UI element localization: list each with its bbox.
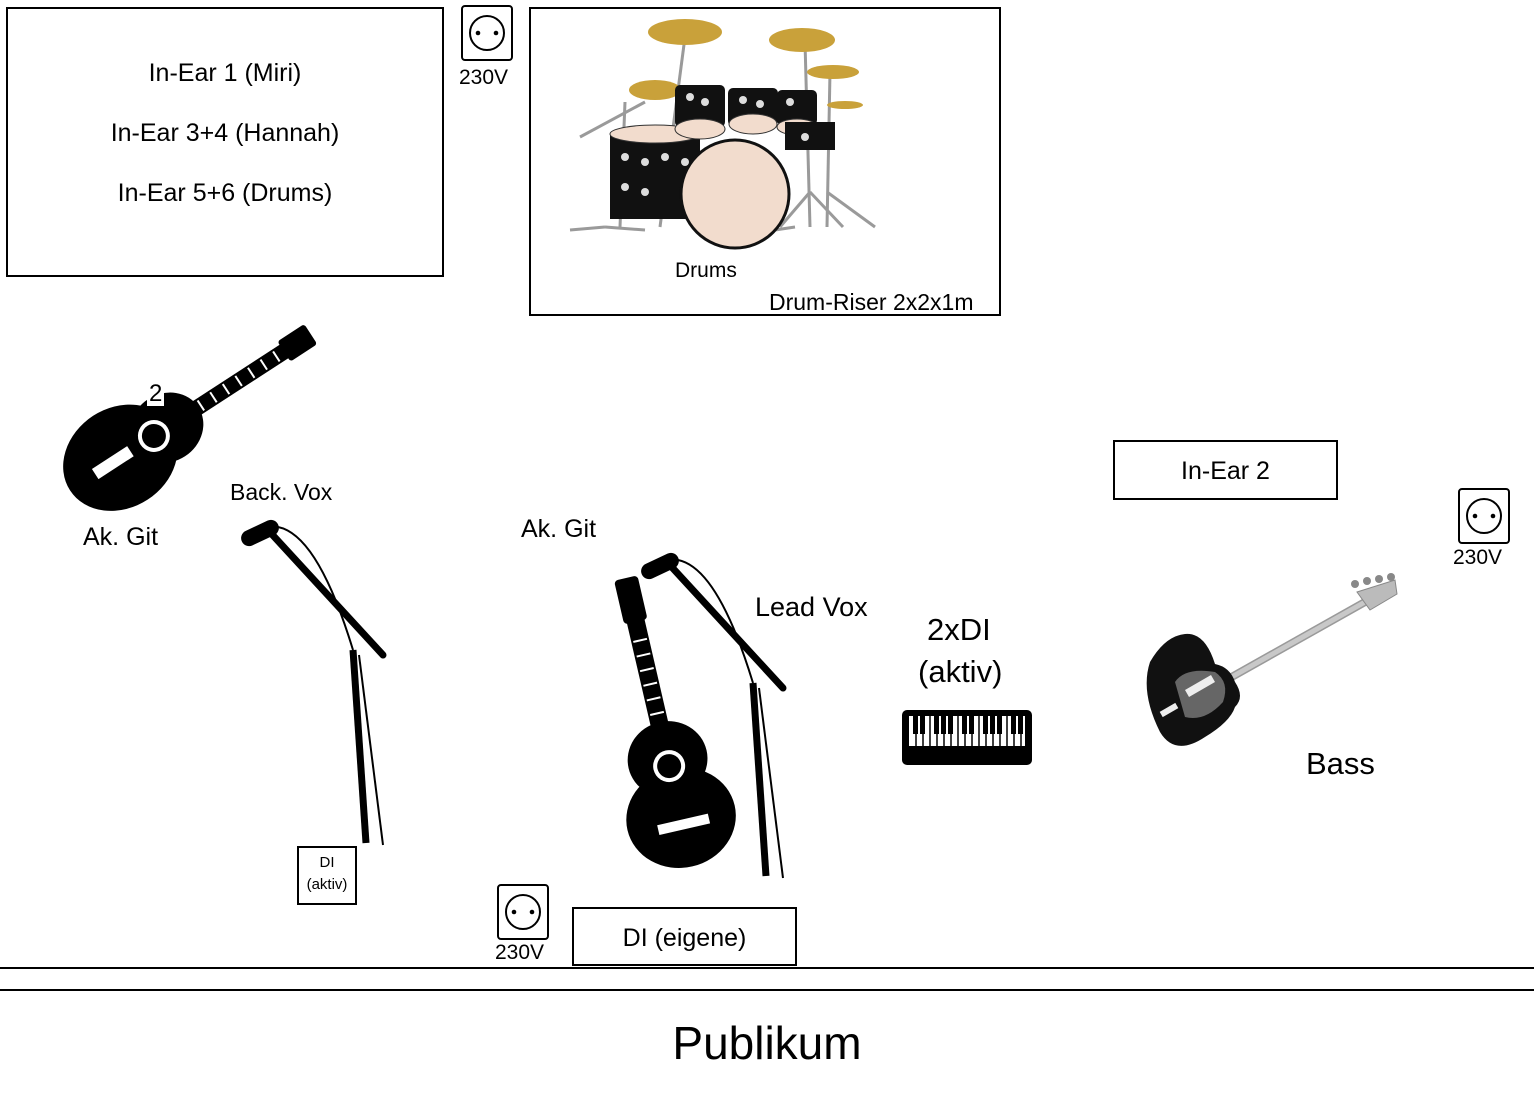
center-guitar-label: Ak. Git: [521, 515, 597, 543]
audience-label: Publikum: [672, 1017, 862, 1069]
microphone-stand-lead-vox-icon: [641, 552, 787, 879]
in-ear-2-label: In-Ear 2: [1181, 457, 1270, 485]
drums-label: Drums: [675, 259, 737, 282]
drum-riser-label: Drum-Riser 2x2x1m: [769, 289, 974, 315]
di-eigene-box: DI (eigene): [572, 907, 797, 966]
power-outlet-icon: [461, 5, 513, 61]
left-guitar-label: Ak. Git: [83, 523, 159, 551]
power-label: 230V: [1453, 546, 1503, 569]
drum-kit-icon: [569, 19, 876, 250]
acoustic-guitar-center-icon: [614, 576, 736, 868]
keys-di-line2: (aktiv): [918, 654, 1003, 689]
power-label: 230V: [459, 66, 509, 89]
lead-vox-label: Lead Vox: [755, 592, 868, 622]
audience-line: [0, 989, 1534, 991]
in-ear-1-label: In-Ear 1 (Miri): [148, 59, 302, 87]
bass-guitar-icon: [1146, 573, 1398, 746]
keys-di-line1: 2xDI: [927, 612, 991, 647]
microphone-stand-back-vox-icon: [241, 519, 387, 846]
bass-label: Bass: [1306, 746, 1375, 781]
power-label: 230V: [495, 941, 545, 964]
di-aktiv-line1: DI: [319, 854, 335, 871]
di-aktiv-box: DI (aktiv): [297, 846, 357, 905]
acoustic-guitar-left-icon: [63, 325, 317, 511]
back-vox-label: Back. Vox: [230, 479, 333, 505]
keyboard-icon: [902, 710, 1032, 765]
monitor-box: In-Ear 1 (Miri) In-Ear 3+4 (Hannah) In-E…: [6, 7, 444, 277]
power-outlet-icon: [497, 884, 549, 940]
guitar-number-label: 2: [147, 380, 165, 407]
di-aktiv-line2: (aktiv): [306, 876, 348, 893]
di-eigene-label: DI (eigene): [622, 924, 747, 952]
stage-edge-line: [0, 967, 1534, 969]
in-ear-2-box: In-Ear 2: [1113, 440, 1338, 500]
in-ear-5-6-label: In-Ear 5+6 (Drums): [117, 179, 333, 207]
in-ear-3-4-label: In-Ear 3+4 (Hannah): [110, 119, 340, 147]
power-outlet-icon: [1458, 488, 1510, 544]
